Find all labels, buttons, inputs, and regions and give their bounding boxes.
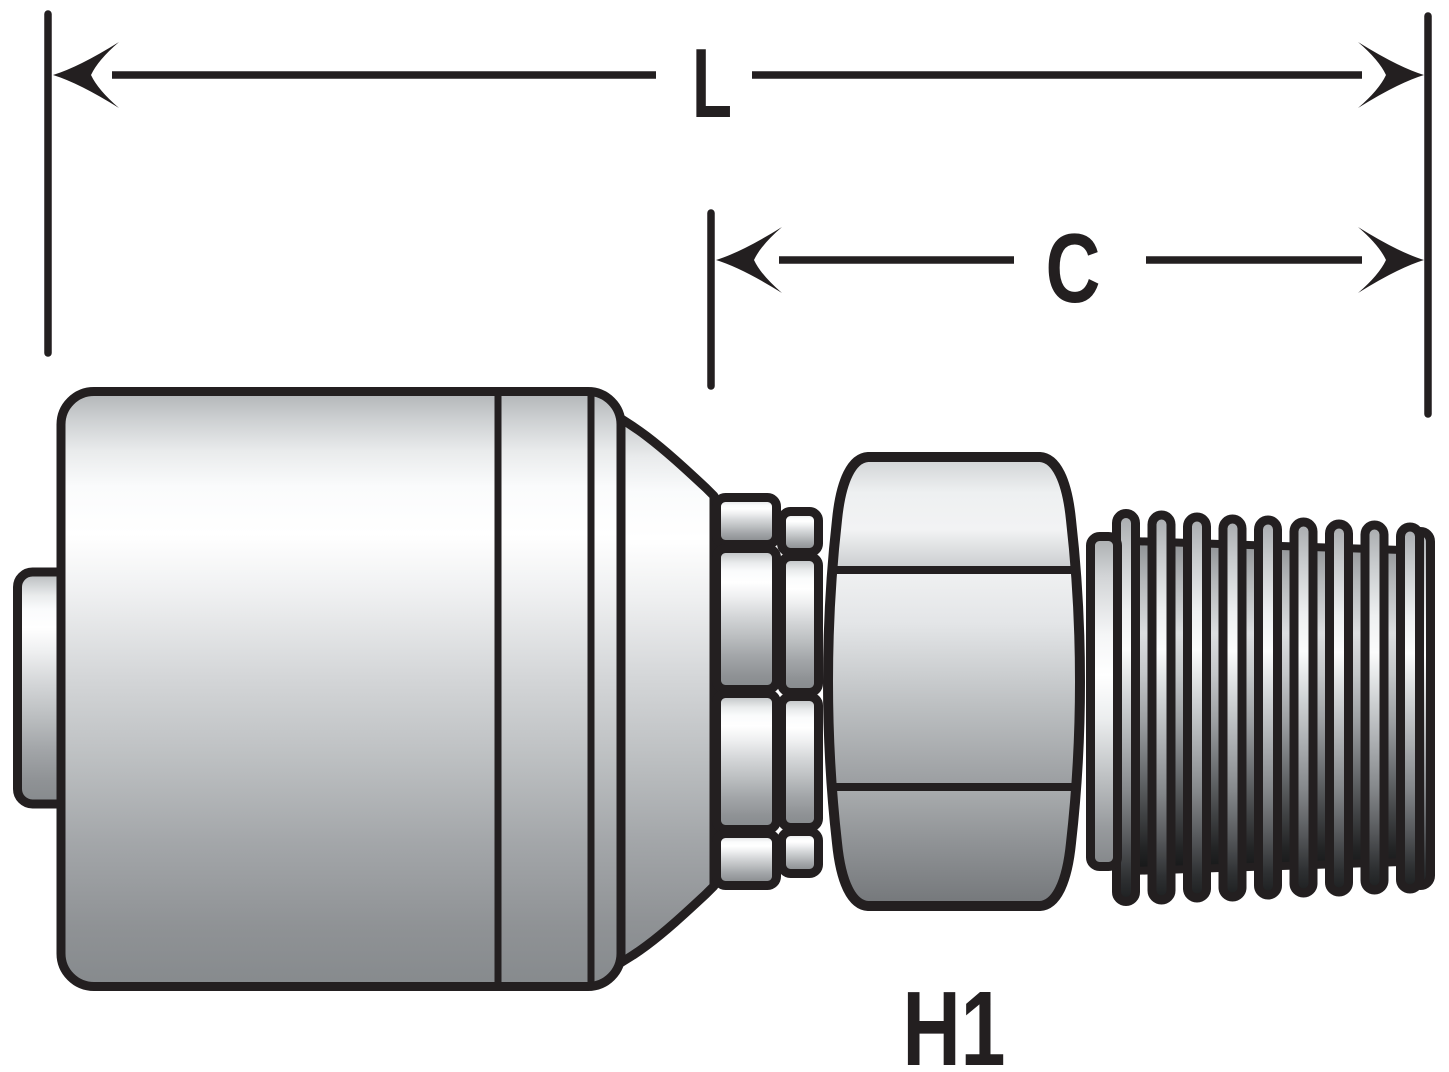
thread-crest xyxy=(1325,519,1353,897)
dimension-annotations xyxy=(44,10,1432,418)
thread-crest xyxy=(1183,512,1211,903)
hex-nut-facet-middle xyxy=(828,570,1080,787)
hex-size-label: H1 xyxy=(903,970,1006,1072)
thread-crest xyxy=(1289,517,1318,898)
hex-nut xyxy=(822,452,1086,911)
hex-nut-facet-top xyxy=(828,457,1080,572)
thread-crest xyxy=(1360,520,1389,895)
dimension-C xyxy=(716,227,1424,293)
collar-disc-inner xyxy=(712,493,781,890)
thread-shank xyxy=(1086,532,1122,871)
arrowhead-right-icon xyxy=(1358,42,1424,108)
thread-crests xyxy=(1112,509,1424,906)
thread-crest xyxy=(1147,510,1176,905)
arrowhead-left-icon xyxy=(716,227,782,293)
thread-crest xyxy=(1254,515,1282,900)
dim-label-L: L xyxy=(692,28,732,138)
hex-nut-outline xyxy=(822,452,1086,911)
dim-label-C: C xyxy=(1046,213,1101,323)
hose-fitting xyxy=(13,387,1435,991)
arrowhead-right-icon xyxy=(1358,227,1424,293)
thread-crest xyxy=(1218,514,1247,902)
hex-nut-facet-bottom xyxy=(828,787,1080,906)
collar-disc-outer xyxy=(777,507,823,878)
ferrule-shell xyxy=(56,387,626,991)
dimension-L xyxy=(53,42,1424,108)
arrowhead-left-icon xyxy=(53,42,119,108)
thread-crest xyxy=(1396,522,1424,894)
